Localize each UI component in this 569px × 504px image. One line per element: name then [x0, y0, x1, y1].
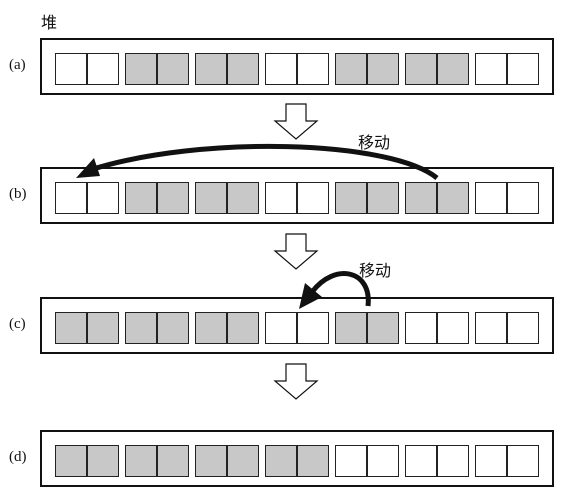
heap-cell-c-10 — [405, 312, 437, 344]
heap-cell-a-4 — [195, 53, 227, 85]
down-arrow-bc — [273, 233, 319, 270]
heap-label: 堆 — [41, 13, 58, 32]
heap-cell-c-7 — [297, 312, 329, 344]
heap-cell-b-4 — [195, 182, 227, 214]
heap-cell-d-11 — [437, 445, 469, 477]
heap-cell-a-12 — [475, 53, 507, 85]
row-label-d: (d) — [9, 449, 27, 465]
heap-cell-c-12 — [475, 312, 507, 344]
heap-cell-a-0 — [55, 53, 87, 85]
heap-cell-c-2 — [125, 312, 157, 344]
heap-cell-a-9 — [367, 53, 399, 85]
heap-cell-d-3 — [157, 445, 189, 477]
heap-cell-c-9 — [367, 312, 399, 344]
row-label-a: (a) — [9, 57, 26, 73]
heap-cell-b-9 — [367, 182, 399, 214]
heap-cell-a-13 — [507, 53, 539, 85]
heap-cell-d-10 — [405, 445, 437, 477]
heap-cell-a-10 — [405, 53, 437, 85]
heap-cell-d-9 — [367, 445, 399, 477]
heap-row-a — [40, 38, 554, 95]
heap-row-b — [40, 167, 554, 224]
heap-cell-d-7 — [297, 445, 329, 477]
heap-cell-b-6 — [265, 182, 297, 214]
heap-cell-c-11 — [437, 312, 469, 344]
heap-cell-a-3 — [157, 53, 189, 85]
move-arrow-long-head — [76, 158, 100, 178]
heap-cell-d-8 — [335, 445, 367, 477]
down-arrow-ab — [273, 103, 319, 140]
row-label-b: (b) — [9, 186, 27, 202]
heap-cell-d-13 — [507, 445, 539, 477]
heap-cell-c-4 — [195, 312, 227, 344]
heap-cell-b-8 — [335, 182, 367, 214]
move-arrow-short — [310, 271, 371, 307]
heap-cell-c-5 — [227, 312, 259, 344]
heap-cell-a-2 — [125, 53, 157, 85]
move-label-c: 移动 — [359, 261, 392, 280]
heap-cell-d-2 — [125, 445, 157, 477]
heap-cell-c-13 — [507, 312, 539, 344]
heap-cell-c-1 — [87, 312, 119, 344]
heap-cell-b-3 — [157, 182, 189, 214]
heap-cell-a-11 — [437, 53, 469, 85]
heap-cell-b-0 — [55, 182, 87, 214]
heap-cell-b-1 — [87, 182, 119, 214]
heap-cell-a-6 — [265, 53, 297, 85]
heap-cell-b-7 — [297, 182, 329, 214]
move-arrow-short-head — [299, 283, 322, 309]
heap-cell-c-0 — [55, 312, 87, 344]
heap-cell-b-2 — [125, 182, 157, 214]
heap-row-d — [40, 430, 554, 487]
heap-cell-b-10 — [405, 182, 437, 214]
heap-cell-b-11 — [437, 182, 469, 214]
heap-cell-d-12 — [475, 445, 507, 477]
heap-cell-a-1 — [87, 53, 119, 85]
heap-cell-b-12 — [475, 182, 507, 214]
heap-row-c — [40, 297, 554, 354]
heap-cell-d-6 — [265, 445, 297, 477]
heap-cell-c-6 — [265, 312, 297, 344]
heap-cell-c-3 — [157, 312, 189, 344]
heap-cell-a-5 — [227, 53, 259, 85]
move-arrow-long — [89, 143, 439, 180]
down-arrow-cd — [273, 363, 319, 400]
heap-cell-d-1 — [87, 445, 119, 477]
heap-cell-b-5 — [227, 182, 259, 214]
heap-cell-c-8 — [335, 312, 367, 344]
heap-cell-d-5 — [227, 445, 259, 477]
row-label-c: (c) — [9, 316, 26, 332]
heap-cell-b-13 — [507, 182, 539, 214]
heap-cell-d-4 — [195, 445, 227, 477]
heap-cell-d-0 — [55, 445, 87, 477]
heap-cell-a-7 — [297, 53, 329, 85]
heap-cell-a-8 — [335, 53, 367, 85]
move-label-b: 移动 — [358, 133, 391, 152]
